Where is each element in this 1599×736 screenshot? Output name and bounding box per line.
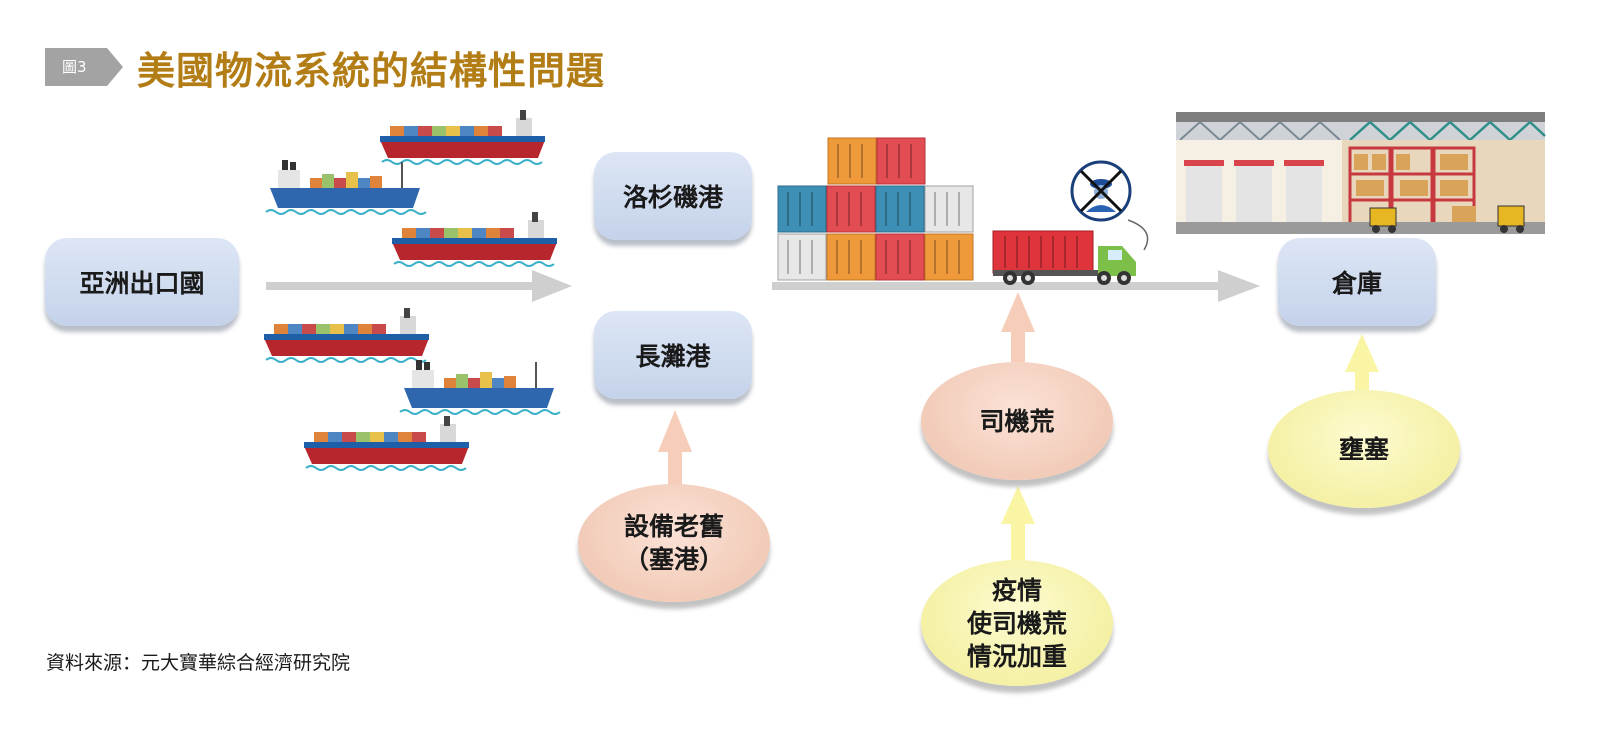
- page-title: 美國物流系統的結構性問題: [137, 48, 606, 93]
- driver-shortage-cause: 司機荒: [921, 362, 1113, 480]
- pandemic-label-line1: 疫情: [991, 575, 1042, 605]
- flow-arrow-right: [772, 270, 1260, 302]
- figure-tag-label: 圖3: [62, 58, 87, 76]
- tag-chevron-shape: [45, 48, 123, 86]
- congestion-label: 壅塞: [1338, 434, 1389, 464]
- source-note: 資料來源：元大寶華綜合經濟研究院: [46, 652, 351, 674]
- asia-exporters-box: 亞洲出口國: [45, 238, 239, 326]
- pandemic-label-line3: 情況加重: [966, 641, 1067, 671]
- pandemic-cause: 疫情 使司機荒 情況加重: [921, 560, 1113, 686]
- arrow-congestion-to-warehouse: [1345, 334, 1379, 390]
- congestion-cause: 壅塞: [1268, 390, 1460, 508]
- old-equipment-label: 設備老舊: [623, 512, 724, 541]
- long-beach-port-box: 長灘港: [594, 311, 752, 399]
- cargo-ship-icon: [303, 415, 470, 471]
- arrow-equipment-to-port: [658, 410, 692, 488]
- warehouse-label: 倉庫: [1331, 269, 1382, 298]
- la-port-box: 洛杉磯港: [594, 152, 752, 240]
- arrow-pandemic-to-driver: [1001, 486, 1035, 560]
- cargo-ship-icon: [399, 359, 561, 415]
- warehouse-icon: [1176, 112, 1546, 234]
- pandemic-label-line2: 使司機荒: [966, 608, 1067, 638]
- warehouse-box: 倉庫: [1278, 238, 1436, 326]
- port-congestion-note: （塞港）: [623, 545, 724, 574]
- long-beach-port-label: 長灘港: [635, 342, 711, 371]
- cargo-ship-icon: [265, 159, 427, 215]
- cargo-ship-icon: [263, 307, 430, 363]
- truck-icon: [992, 230, 1136, 285]
- cargo-ship-icon: [379, 109, 546, 165]
- driver-shortage-label: 司機荒: [979, 406, 1055, 436]
- flow-arrow-left: [266, 270, 572, 302]
- la-port-label: 洛杉磯港: [622, 183, 723, 212]
- figure-tag: 圖3: [45, 48, 123, 86]
- container-stack-icon: [777, 137, 974, 281]
- old-equipment-cause: 設備老舊 （塞港）: [578, 484, 770, 602]
- cargo-ship-icon: [391, 211, 558, 267]
- no-driver-icon: [1070, 160, 1149, 251]
- asia-exporters-label: 亞洲出口國: [79, 269, 205, 298]
- arrow-driver-to-flow: [1001, 292, 1035, 362]
